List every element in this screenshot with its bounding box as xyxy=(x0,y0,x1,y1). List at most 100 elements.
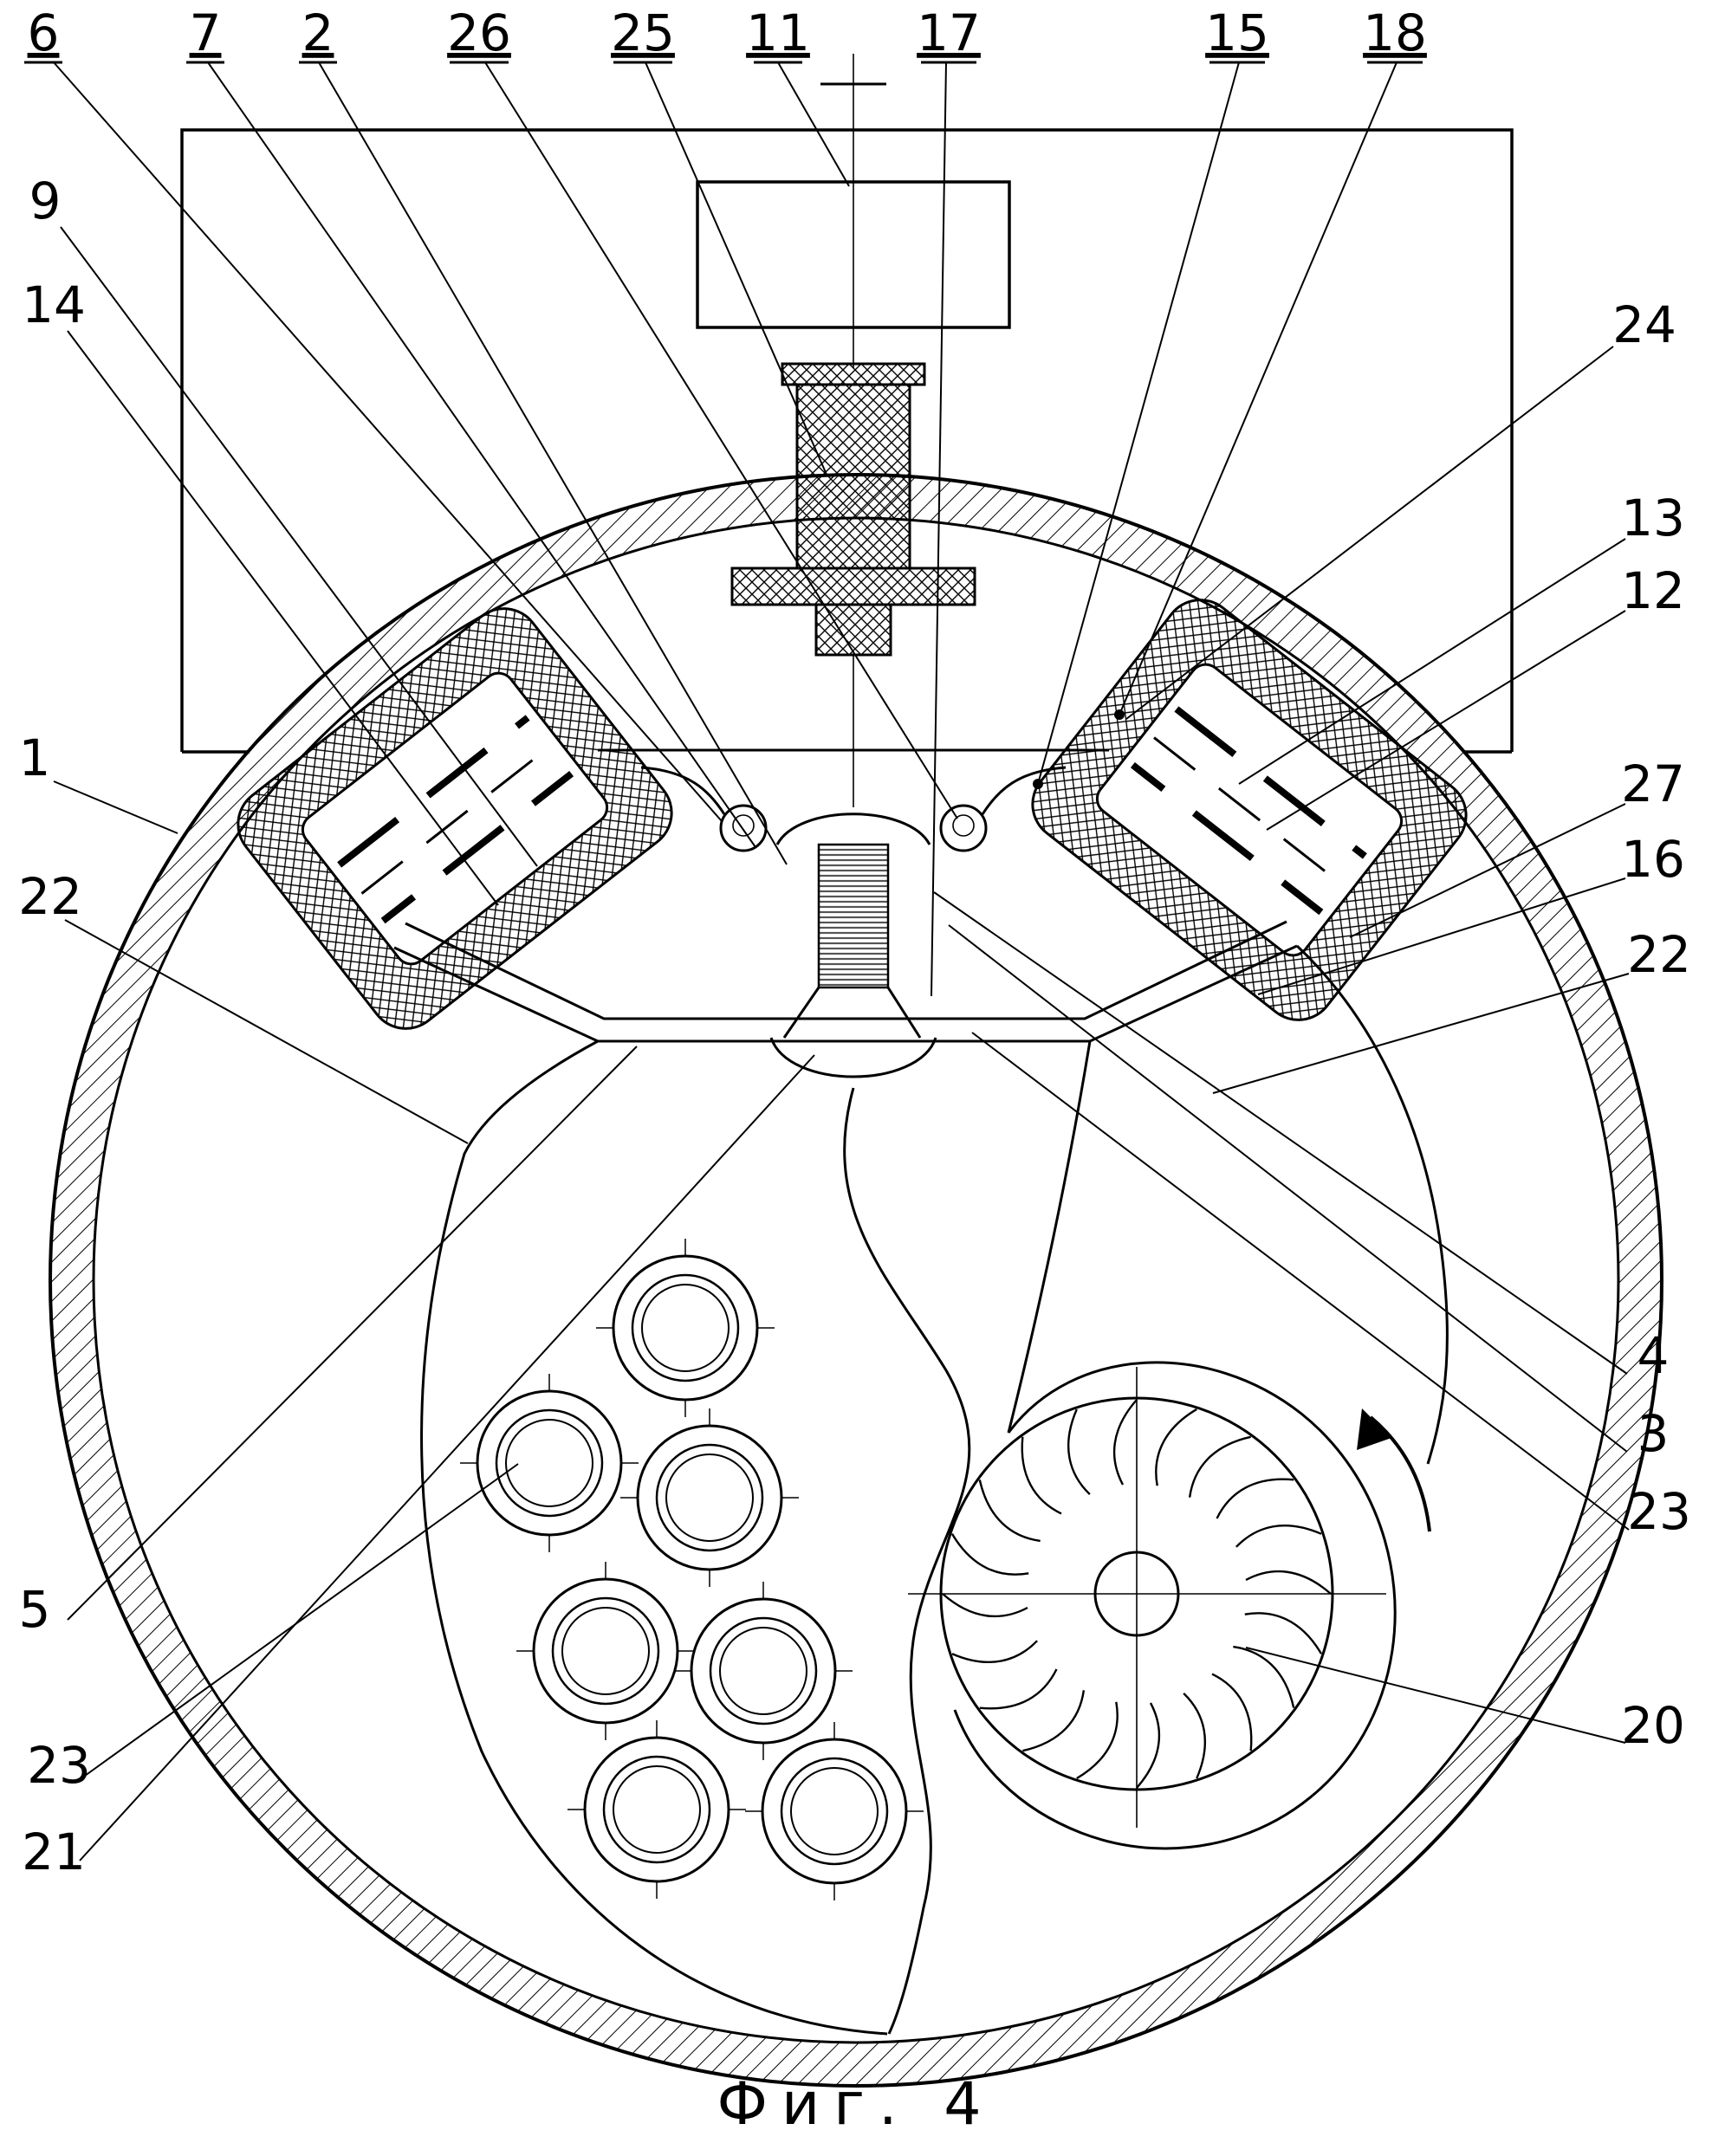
leader-17 xyxy=(931,62,947,997)
callout-25: 25 xyxy=(611,3,675,62)
callout-15: 15 xyxy=(1205,3,1269,62)
right-magnet-window xyxy=(1095,663,1404,957)
bracket-outer-edge xyxy=(393,944,1298,1043)
left-magnet-window xyxy=(301,671,609,966)
spring-coil-left xyxy=(719,804,768,852)
leader-13 xyxy=(1238,538,1626,785)
leader-20 xyxy=(1245,1647,1626,1744)
leader-dot-15 xyxy=(1033,779,1043,789)
callout-16: 16 xyxy=(1621,830,1685,889)
bolt-stem xyxy=(814,603,892,657)
callout-5: 5 xyxy=(19,1580,51,1639)
leader-26 xyxy=(484,62,958,819)
callout-24: 24 xyxy=(1612,295,1676,354)
roller-5 xyxy=(672,1580,854,1762)
chamber-walls xyxy=(420,944,1449,2036)
leader-lines xyxy=(53,62,1630,1861)
funnel-right xyxy=(886,987,922,1039)
armature-assembly xyxy=(598,748,1109,1078)
separator-s-wall xyxy=(843,1087,971,2035)
center-dome xyxy=(775,813,931,845)
roller-7 xyxy=(743,1720,925,1902)
bracket-to-scroll-wall xyxy=(1007,1040,1092,1434)
diaphragm-left xyxy=(640,766,726,815)
callout-26: 26 xyxy=(447,3,511,62)
leader-15 xyxy=(1037,62,1240,785)
terminal-box xyxy=(696,180,1011,329)
leader-23-right xyxy=(971,1032,1630,1531)
leader-2 xyxy=(318,62,788,865)
upper-housing-box xyxy=(180,128,1514,754)
leader-12 xyxy=(1266,610,1626,831)
left-chamber-wall xyxy=(420,1039,888,2036)
roller-set xyxy=(458,1237,925,1902)
roller-4 xyxy=(515,1560,697,1742)
fan-hub xyxy=(1093,1551,1180,1637)
leader-27 xyxy=(1349,803,1626,938)
callout-6: 6 xyxy=(28,3,60,62)
center-core xyxy=(817,843,890,989)
fan-rim xyxy=(939,1396,1334,1791)
leader-4 xyxy=(933,891,1628,1375)
callout-11: 11 xyxy=(746,3,810,62)
core-cup xyxy=(769,1037,937,1078)
callout-18: 18 xyxy=(1363,3,1427,62)
leader-6 xyxy=(53,62,723,822)
fan-scroll xyxy=(953,1361,1397,1850)
callout-2: 2 xyxy=(302,3,334,62)
leader-24 xyxy=(1125,346,1614,720)
callout-13: 13 xyxy=(1621,489,1685,547)
bolt-cap xyxy=(781,362,926,386)
leader-7 xyxy=(207,62,756,848)
leader-23-left xyxy=(84,1463,519,1777)
bracket-inner-edge xyxy=(405,920,1287,1020)
left-magnet-lamination-3 xyxy=(380,770,574,924)
bolt-shank xyxy=(795,383,911,570)
bolt-flange xyxy=(730,567,976,606)
callout-21: 21 xyxy=(22,1823,86,1881)
terminal-box-group xyxy=(696,54,1011,807)
rotation-arrow-head xyxy=(1357,1408,1391,1450)
fan-wheel xyxy=(908,1367,1431,1828)
left-magnet-lamination-2 xyxy=(360,745,551,895)
callout-17: 17 xyxy=(917,3,981,62)
spring-coil-right-inner xyxy=(952,814,975,837)
leader-25 xyxy=(645,62,828,477)
leader-22-right xyxy=(1212,973,1630,1094)
callout-22-right: 22 xyxy=(1627,925,1691,984)
roller-6 xyxy=(566,1719,748,1900)
right-magnet-block xyxy=(1031,599,1468,1021)
callout-27: 27 xyxy=(1621,754,1685,813)
callout-1: 1 xyxy=(19,728,51,787)
callout-22-left: 22 xyxy=(18,867,82,926)
leader-22-left xyxy=(64,919,469,1144)
right-chamber-wall xyxy=(1295,944,1449,1465)
callout-14: 14 xyxy=(22,275,86,334)
spring-coil-right xyxy=(939,804,988,852)
callout-12: 12 xyxy=(1621,561,1685,620)
callout-4: 4 xyxy=(1637,1326,1670,1385)
mount-bolt xyxy=(730,362,976,657)
callout-23-left: 23 xyxy=(27,1736,91,1795)
roller-3 xyxy=(619,1407,801,1589)
leader-21 xyxy=(79,1054,815,1861)
callout-20: 20 xyxy=(1621,1696,1685,1755)
v-bracket xyxy=(393,920,1298,1043)
leader-3 xyxy=(948,924,1628,1453)
left-magnet-block xyxy=(237,607,673,1030)
leader-9 xyxy=(60,226,538,867)
rotation-arrow xyxy=(1369,1415,1431,1532)
leader-18 xyxy=(1119,62,1397,715)
left-magnet-lamination-1 xyxy=(337,715,530,868)
leader-1 xyxy=(53,780,178,834)
right-magnet-lamination-3 xyxy=(1130,761,1324,916)
funnel-left xyxy=(782,987,820,1039)
roller-2 xyxy=(458,1372,640,1554)
callout-9: 9 xyxy=(29,172,62,230)
upper-housing-outline xyxy=(180,128,1514,752)
callout-23-right: 23 xyxy=(1627,1482,1691,1541)
right-magnet-lamination-1 xyxy=(1174,706,1367,859)
figure-caption: Фиг. 4 xyxy=(717,2070,995,2139)
